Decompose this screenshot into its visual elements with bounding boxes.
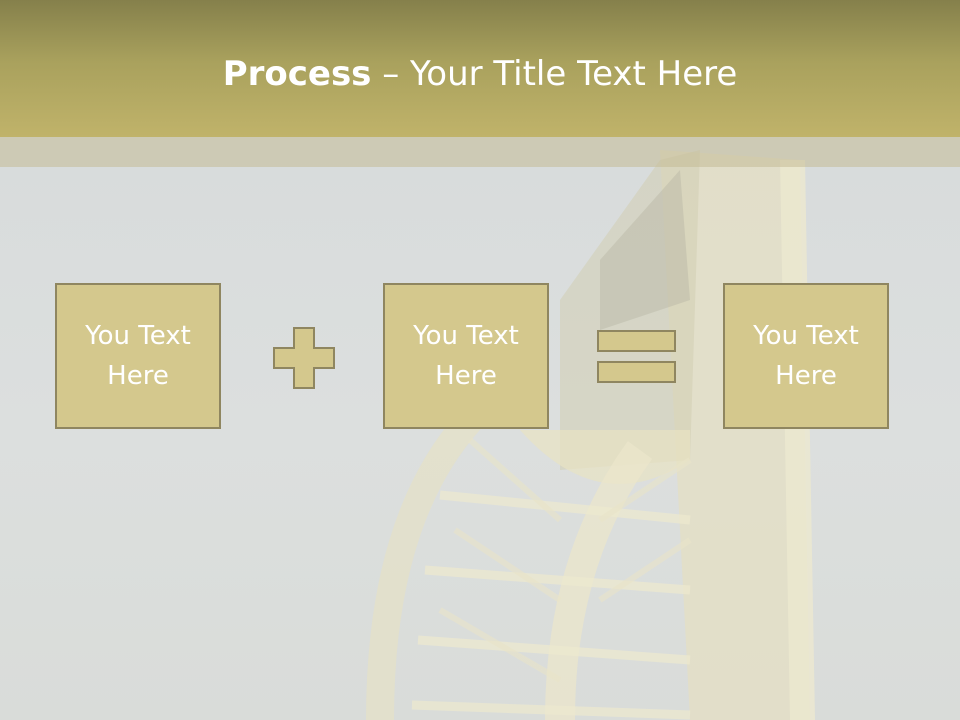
- process-box-1-text: You Text Here: [85, 321, 191, 391]
- title-rest: – Your Title Text Here: [371, 54, 738, 94]
- title-bold: Process: [222, 54, 372, 94]
- slide-title[interactable]: Process – Your Title Text Here: [0, 52, 960, 96]
- equals-icon: [597, 330, 676, 383]
- process-box-2-text: You Text Here: [413, 321, 519, 391]
- process-box-3[interactable]: You Text Here: [723, 283, 889, 429]
- title-bar: [0, 0, 960, 137]
- process-box-1[interactable]: You Text Here: [55, 283, 221, 429]
- title-bar-strip: [0, 137, 960, 167]
- plus-icon: [273, 327, 335, 389]
- process-box-2[interactable]: You Text Here: [383, 283, 549, 429]
- process-box-3-text: You Text Here: [753, 321, 859, 391]
